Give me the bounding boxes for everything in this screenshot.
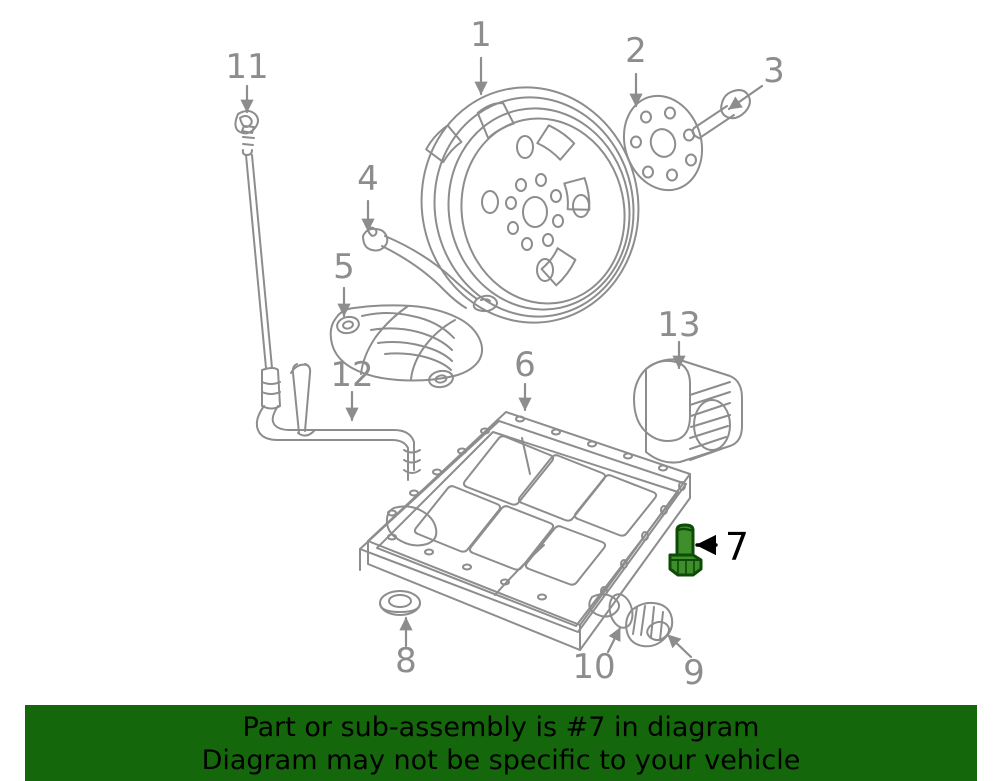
part-flexplate-flywheel — [420, 86, 640, 324]
part-drain-plug — [625, 601, 674, 648]
part-seal-ring — [379, 590, 421, 616]
callout-arrows — [240, 56, 764, 659]
callout-label-13: 13 — [657, 305, 700, 345]
part-oil-baffle-plate — [329, 304, 484, 389]
callout-label-2: 2 — [625, 31, 647, 71]
callout-label-11: 11 — [225, 47, 268, 87]
part-dipstick-tube — [255, 363, 421, 481]
part-oil-pan — [359, 411, 691, 651]
part-adapter-plate — [622, 94, 704, 192]
callout-label-10: 10 — [572, 647, 615, 687]
part-oil-filter — [633, 358, 743, 464]
part-flexplate-bolt — [691, 89, 751, 140]
callout-label-4: 4 — [357, 159, 379, 199]
callout-label-6: 6 — [514, 345, 536, 385]
callout-label-7: 7 — [725, 525, 749, 569]
part-oil-level-dipstick — [234, 110, 281, 410]
callout-label-8: 8 — [395, 641, 417, 681]
banner-disclaimer-text: Diagram may not be specific to your vehi… — [201, 745, 801, 776]
part-support-brace — [362, 226, 498, 313]
callout-label-highlighted: 7 — [725, 525, 749, 569]
callout-label-3: 3 — [763, 51, 785, 91]
part-oil-pan-bolt-highlighted — [668, 523, 703, 577]
callout-label-12: 12 — [330, 355, 373, 395]
callout-label-1: 1 — [470, 15, 492, 55]
callout-label-5: 5 — [333, 247, 355, 287]
part-drain-plug-gasket — [608, 593, 634, 629]
arrow-9 — [666, 633, 693, 659]
diagram-notice-banner: Part or sub-assembly is #7 in diagram Di… — [25, 705, 977, 781]
arrow-10 — [606, 626, 622, 654]
callout-labels: 1 2 3 4 5 6 8 9 10 11 12 13 — [225, 15, 784, 693]
diagram-artwork — [234, 56, 764, 659]
banner-part-number-text: Part or sub-assembly is #7 in diagram — [242, 712, 760, 743]
callout-label-9: 9 — [683, 653, 705, 693]
arrow-3 — [727, 84, 764, 111]
